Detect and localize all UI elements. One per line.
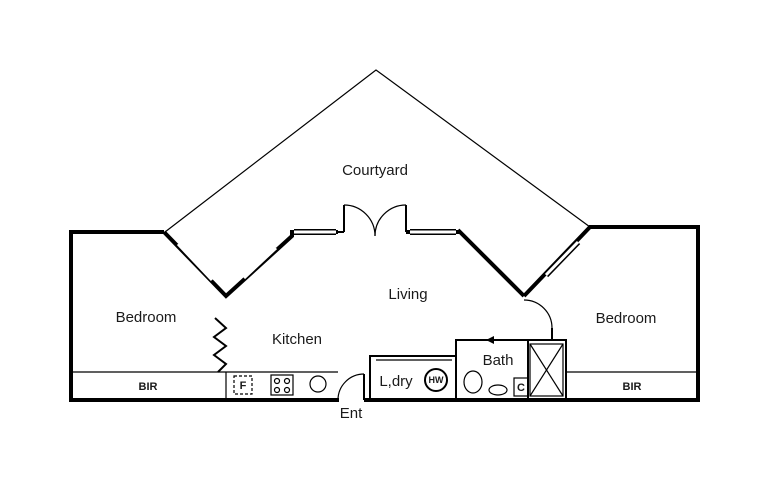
entry-door [337,373,365,402]
bath-walls [455,336,567,400]
bedroom-right-door [523,299,553,340]
zigzag-partition [212,317,228,373]
fixture-label-hot-water: HW [429,375,444,385]
bir-left-outline [71,371,227,400]
fixture-label-cupboard: C [517,382,525,394]
fixture-label-bir-right: BIR [623,381,642,393]
courtyard-double-door [343,204,407,237]
windows [176,229,581,282]
laundry-walls [369,355,456,400]
kitchen-counter [226,371,338,396]
room-label-entry: Ent [340,405,363,422]
room-label-living: Living [388,286,427,303]
room-label-kitchen: Kitchen [272,331,322,348]
room-label-laundry: L,dry [379,373,413,390]
fixture-label-bir-left: BIR [139,381,158,393]
exterior-walls [69,205,700,402]
courtyard-outline [164,69,591,233]
room-label-bedroom-left: Bedroom [116,309,177,326]
fixture-label-fridge: F [240,380,247,392]
room-label-bath: Bath [483,352,514,369]
room-label-bedroom-right: Bedroom [596,310,657,327]
room-label-courtyard: Courtyard [342,162,408,179]
